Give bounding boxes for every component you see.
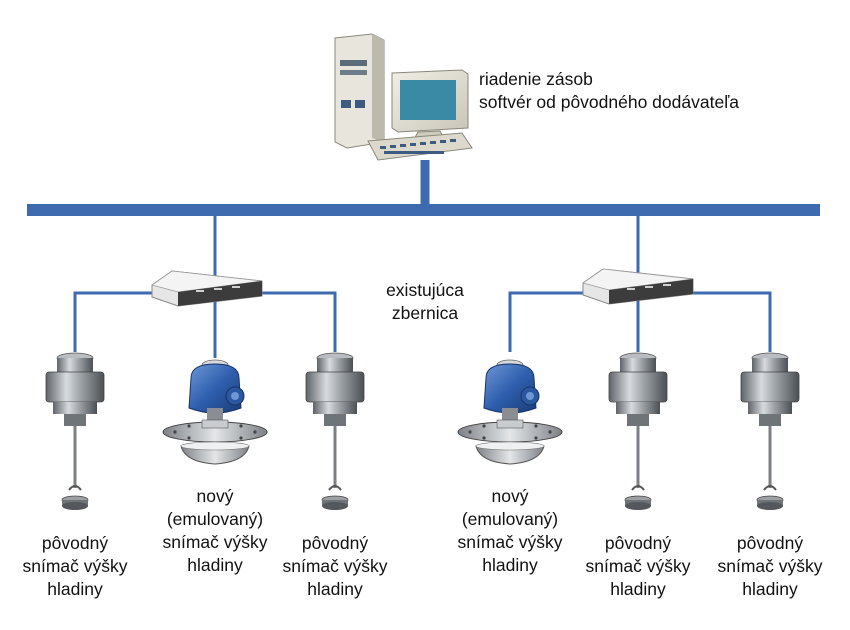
gauge-label-line: pôvodný xyxy=(736,533,804,553)
gauge-label-line: hladiny xyxy=(742,579,798,599)
gauge-label-line: hladiny xyxy=(307,579,363,599)
gauge-label-4: nový (emulovaný) snímač výšky hladiny xyxy=(440,485,580,577)
workstation-computer-icon xyxy=(334,33,473,161)
hub-left-icon xyxy=(151,270,263,307)
gauge-label-line: snímač výšky xyxy=(585,556,691,576)
gauge-label-line: hladiny xyxy=(482,555,538,575)
workstation-label: riadenie zásob softvér od pôvodného dodá… xyxy=(479,68,739,114)
gauge-label-line: hladiny xyxy=(187,555,243,575)
gauge-label-line: snímač výšky xyxy=(717,556,823,576)
gauge-label-3: pôvodný snímač výšky hladiny xyxy=(275,532,395,601)
main-bus xyxy=(27,204,820,216)
new-radar-gauge-icon-1 xyxy=(162,359,268,465)
workstation-label-line-2: softvér od pôvodného dodávateľa xyxy=(479,92,740,112)
workstation-label-line-1: riadenie zásob xyxy=(479,69,593,89)
original-gauge-icon-2 xyxy=(305,352,365,510)
gauge-label-line: nový xyxy=(491,486,529,506)
gauge-label-line: snímač výšky xyxy=(162,532,268,552)
gauge-label-line: snímač výšky xyxy=(457,532,563,552)
gauge-label-line: (emulovaný) xyxy=(166,509,264,529)
hub-right-icon xyxy=(582,268,694,305)
gauge-label-5: pôvodný snímač výšky hladiny xyxy=(578,532,698,601)
network-lines xyxy=(27,160,820,358)
bus-label-line-1: existujúca xyxy=(386,280,464,300)
new-radar-gauge-icon-2 xyxy=(457,359,563,465)
gauge-label-line: snímač výšky xyxy=(282,556,388,576)
gauge-label-line: (emulovaný) xyxy=(461,509,559,529)
hub-right-branch xyxy=(508,291,772,352)
gauge-label-line: pôvodný xyxy=(301,533,369,553)
gauge-label-6: pôvodný snímač výšky hladiny xyxy=(710,532,830,601)
original-gauge-icon-1 xyxy=(45,352,105,510)
original-gauge-icon-3 xyxy=(608,352,668,510)
original-gauge-icon-4 xyxy=(740,352,800,510)
gauge-label-line: hladiny xyxy=(47,579,103,599)
bus-label: existujúca zbernica xyxy=(365,279,485,325)
gauge-label-line: snímač výšky xyxy=(22,556,128,576)
gauge-label-line: pôvodný xyxy=(41,533,109,553)
gauge-label-2: nový (emulovaný) snímač výšky hladiny xyxy=(145,485,285,577)
gauge-label-line: nový xyxy=(196,486,234,506)
gauge-label-line: pôvodný xyxy=(604,533,672,553)
gauge-label-line: hladiny xyxy=(610,579,666,599)
bus-label-line-2: zbernica xyxy=(391,303,459,323)
gauge-label-1: pôvodný snímač výšky hladiny xyxy=(15,532,135,601)
